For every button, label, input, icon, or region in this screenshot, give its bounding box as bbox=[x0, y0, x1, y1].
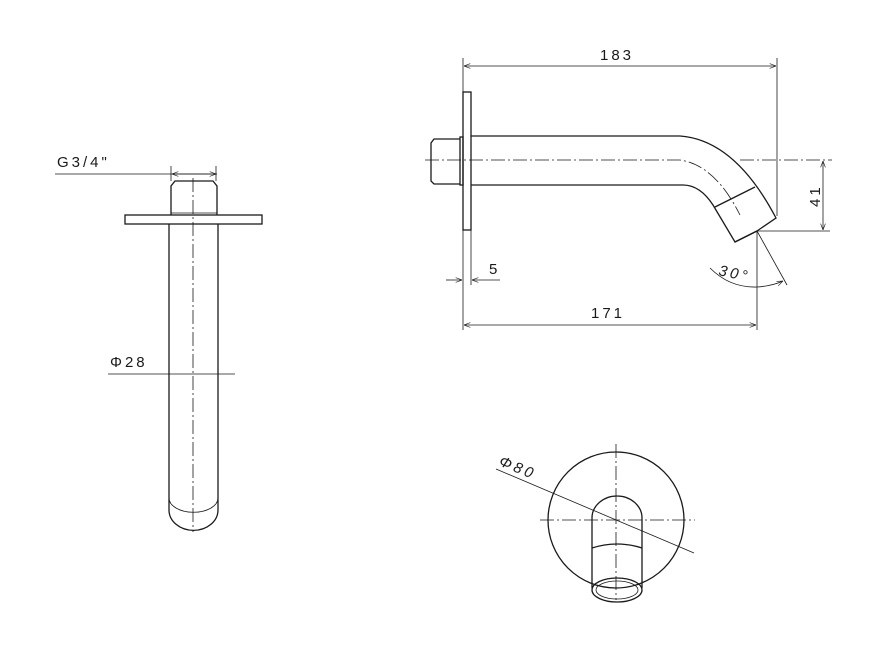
pipe-diameter-label: Φ28 bbox=[110, 354, 148, 371]
front-view: G3/4" Φ28 bbox=[55, 154, 263, 532]
drop-height-label: 41 bbox=[807, 184, 824, 207]
projection-length-label: 171 bbox=[591, 305, 625, 322]
flange-thickness-label: 5 bbox=[489, 261, 500, 278]
thread-size-label: G3/4" bbox=[57, 154, 110, 171]
flange-diameter-label: Φ80 bbox=[497, 453, 539, 483]
wall-flange bbox=[124, 214, 263, 225]
angle-arc bbox=[709, 267, 783, 288]
side-flange bbox=[462, 91, 472, 231]
side-view: 183 41 5 171 30° bbox=[425, 47, 832, 330]
spout-pipe bbox=[168, 224, 219, 531]
overall-length-label: 183 bbox=[600, 47, 634, 64]
bottom-view: Φ80 bbox=[495, 444, 695, 603]
side-spout-body bbox=[471, 135, 777, 243]
diameter-leader bbox=[495, 468, 695, 554]
angle-label: 30° bbox=[717, 262, 752, 285]
side-thread bbox=[430, 138, 460, 185]
thread-connector bbox=[170, 180, 218, 215]
bottom-spout bbox=[591, 495, 643, 588]
